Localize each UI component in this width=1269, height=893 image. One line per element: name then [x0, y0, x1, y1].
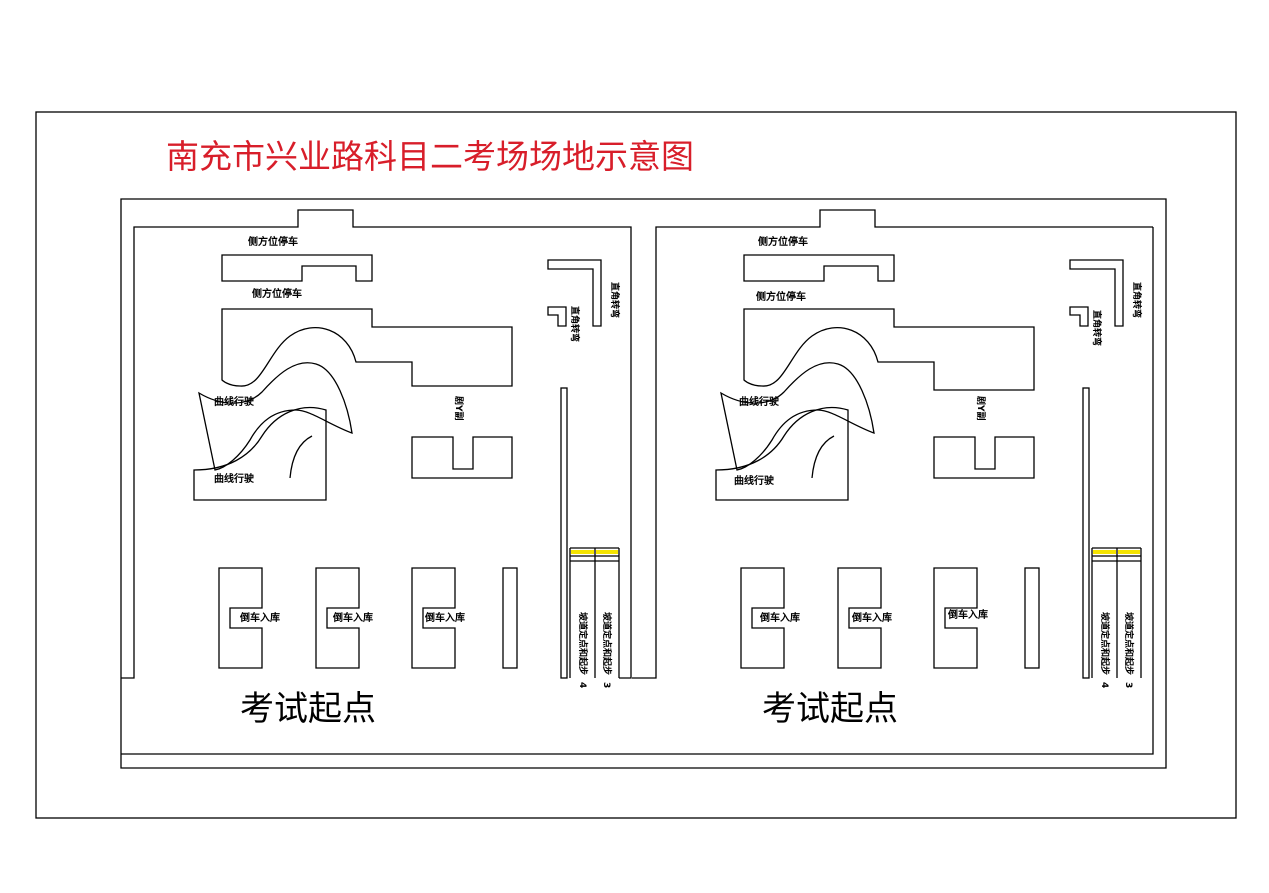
reverse-parking-bay-1 [740, 567, 785, 669]
reverse-parking-label-3: 倒车入库 [947, 608, 988, 621]
outer-frame [35, 111, 1237, 819]
reverse-parking-label-3: 倒车入库 [424, 611, 465, 624]
right-angle-turn-label-2: 直角转弯 [1131, 282, 1143, 318]
slope-lane-rail [560, 387, 568, 679]
course-left: 侧方位停车 侧方位停车 曲线行驶 曲线行驶 剧Y副 直角转弯 直角转弯 坡道定点… [121, 209, 632, 729]
left-wall [632, 209, 1153, 679]
curve-driving-label-2: 曲线行驶 [214, 472, 254, 485]
right-angle-turn-label-1: 直角转弯 [569, 306, 581, 342]
divider-post [1024, 567, 1040, 669]
right-angle-turn-track [547, 259, 602, 327]
parallel-parking-label-2: 侧方位停车 [756, 290, 806, 303]
slope-marking-2 [1118, 550, 1140, 554]
curve-road-2 [193, 406, 327, 501]
slope-label-4: 坡道定点和起步 [1099, 612, 1111, 675]
parallel-parking-bay-2 [743, 308, 1035, 391]
curve-driving-label-1: 曲线行驶 [739, 395, 779, 408]
reverse-parking-label-2: 倒车入库 [332, 611, 373, 624]
slope-label-3: 坡道定点和起步 [601, 612, 613, 675]
exam-start-label-2: 考试起点 [762, 689, 898, 729]
slope-label-4: 坡道定点和起步 [577, 612, 589, 675]
field-boundary [120, 198, 1167, 769]
slope-stop-box [411, 436, 513, 479]
mark-label: 剧Y副 [975, 396, 987, 421]
exam-start-label-1: 考试起点 [240, 689, 376, 729]
curve-road-1 [720, 362, 875, 471]
divider-post [502, 567, 518, 669]
curve-road-2 [715, 406, 849, 501]
reverse-parking-bay-3 [933, 567, 978, 669]
right-angle-turn-label-1: 直角转弯 [1091, 310, 1103, 346]
left-wall [121, 209, 632, 679]
reverse-parking-label-1: 倒车入库 [759, 611, 800, 624]
slope-marking-2 [596, 550, 618, 554]
slope-label-4-num: 4 [1099, 682, 1109, 688]
parallel-parking-label-2: 侧方位停车 [252, 287, 302, 300]
slope-label-4-num: 4 [577, 682, 587, 688]
course-right: 侧方位停车 侧方位停车 曲线行驶 曲线行驶 剧Y副 直角转弯 直角转弯 坡道定点… [632, 209, 1153, 729]
mark-label: 剧Y副 [453, 396, 465, 421]
right-angle-turn-corner [1069, 306, 1089, 327]
right-angle-turn-track [1069, 259, 1124, 327]
slope-stop-box [933, 436, 1035, 479]
slope-marking-1 [1093, 550, 1116, 554]
parallel-parking-bay-1 [221, 254, 373, 282]
parallel-parking-label-1: 侧方位停车 [758, 235, 808, 248]
reverse-parking-label-1: 倒车入库 [239, 611, 280, 624]
parallel-parking-label-1: 侧方位停车 [248, 235, 298, 248]
diagram-title: 南充市兴业路科目二考场场地示意图 [166, 137, 694, 176]
reverse-parking-bay-2 [315, 567, 360, 669]
right-angle-turn-label-2: 直角转弯 [609, 282, 621, 318]
slope-lane-rail [1082, 387, 1090, 679]
reverse-parking-label-2: 倒车入库 [851, 611, 892, 624]
slope-label-3-num: 3 [601, 682, 611, 688]
reverse-parking-bay-2 [837, 567, 882, 669]
reverse-parking-bay-1 [218, 567, 263, 669]
slope-marking-1 [571, 550, 594, 554]
slope-label-3-num: 3 [1123, 682, 1133, 688]
parallel-parking-bay-2 [221, 308, 513, 387]
curve-driving-label-1: 曲线行驶 [214, 395, 254, 408]
slope-label-3: 坡道定点和起步 [1123, 612, 1135, 675]
curve-road-1 [198, 362, 353, 471]
reverse-parking-bay-3 [411, 567, 456, 669]
curve-driving-label-2: 曲线行驶 [734, 474, 774, 487]
right-angle-turn-corner [547, 306, 567, 327]
parallel-parking-bay-1 [743, 254, 895, 282]
